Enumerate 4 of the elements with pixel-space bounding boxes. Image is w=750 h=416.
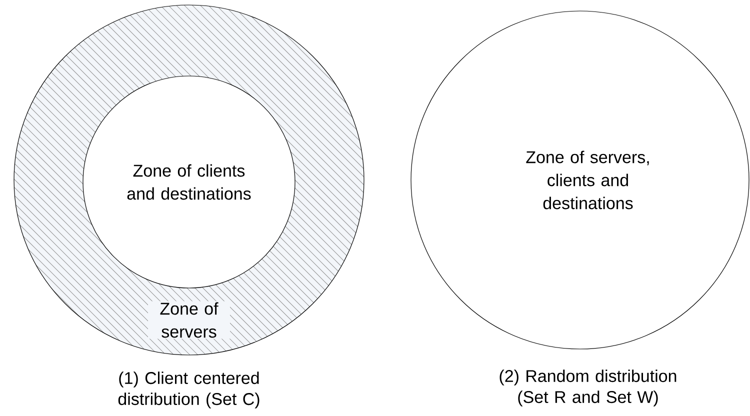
circle-zone: Zone of clients and destinations xyxy=(82,76,296,288)
circle-zone: Zone of servers, clients and destinations xyxy=(410,10,750,350)
node-label: (1) Client centered distribution (Set C) xyxy=(118,372,260,408)
node-label: (2) Random distribution (Set R and Set W) xyxy=(500,370,676,406)
